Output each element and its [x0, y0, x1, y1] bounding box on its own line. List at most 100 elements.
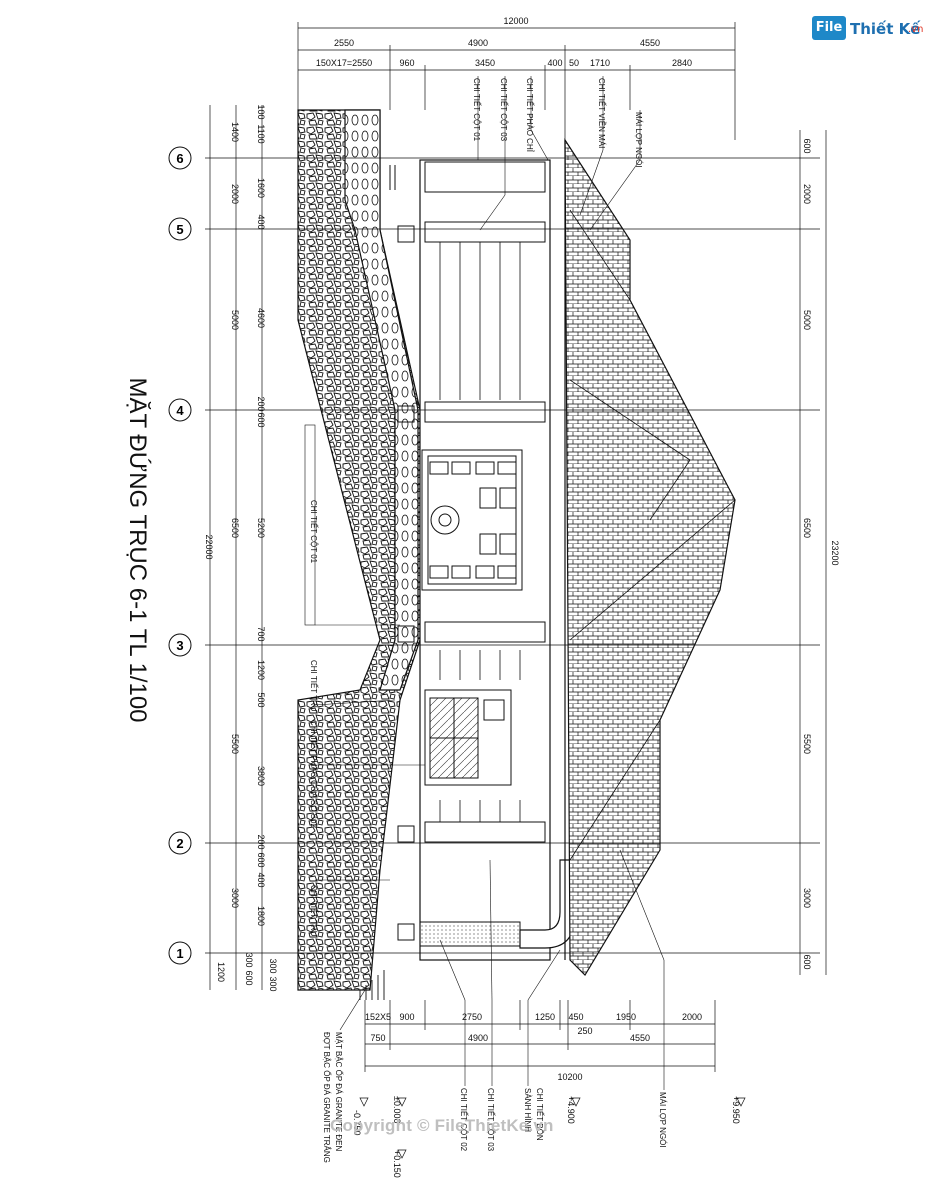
dim-bot-steps: 152X5 — [365, 1012, 391, 1022]
axis-bubbles: 6 5 4 3 2 1 — [168, 146, 192, 965]
dim-left-inner-19: 300 — [268, 976, 278, 991]
axis-bubble-6: 6 — [168, 146, 192, 170]
stair-balustrade — [344, 109, 419, 691]
label-mat-bac-granite-den: MẶT BẬC ỐP ĐÁ GRANITE ĐEN — [334, 1032, 344, 1152]
dim-right-total: 23200 — [830, 540, 840, 565]
label-chi-tiet-cot-01-left: CHI TIẾT CỘT 01 — [309, 500, 319, 564]
level-0000: ±0.000 — [392, 1096, 402, 1123]
dim-left-5500: 5500 — [230, 734, 240, 754]
dim-bot-1250: 1250 — [535, 1012, 555, 1022]
level-minus-0750: -0.750 — [352, 1110, 362, 1136]
dim-right-5000: 5000 — [802, 310, 812, 330]
axis-bubble-1: 1 — [168, 941, 192, 965]
label-chi-tiet-bon: CHI TIẾT BỒN — [535, 1088, 545, 1141]
dim-top-3450: 3450 — [475, 58, 495, 68]
label-chi-tiet-tru-1: CHI TIẾT TRỤ — [309, 660, 319, 712]
axis-label-5: 5 — [176, 222, 183, 237]
dim-left-inner-17: 600 — [244, 970, 254, 985]
left-dimensions: 22000 1400 2000 5000 6500 5500 3000 1200… — [204, 104, 278, 991]
filethietke-logo: File Thiết Kế .vn — [812, 14, 932, 44]
building — [297, 109, 736, 1000]
dim-top-2840: 2840 — [672, 58, 692, 68]
right-dimensions: 23200 600 2000 5000 6500 5500 3000 600 — [799, 130, 840, 975]
dim-left-inner-7: 5200 — [256, 518, 266, 538]
dim-left-inner-6: 600 — [256, 412, 266, 427]
dim-top-total: 12000 — [503, 16, 528, 26]
dim-left-inner-8: 700 — [256, 626, 266, 641]
axis-bubble-5: 5 — [168, 217, 192, 241]
label-chi-tiet-cot-02: CHI TIẾT CỘT 02 — [459, 1088, 469, 1152]
label-chi-tiet-vien-mai: CHI TIẾT VIỀN MÁI — [597, 78, 607, 148]
dim-right-3000: 3000 — [802, 888, 812, 908]
bottom-dimensions: 152X5 900 2750 1250 450 250 1950 2000 75… — [364, 1000, 716, 1082]
dim-bot-total: 10200 — [557, 1072, 582, 1082]
dim-left-inner-12: 200 — [256, 834, 266, 849]
columns — [389, 161, 546, 947]
dim-left-inner-14: 400 — [256, 872, 266, 887]
top-annotations: CHI TIẾT CỘT 01 CHI TIẾT CỘT 03 CHI TIẾT… — [440, 76, 643, 231]
label-chi-tiet-phao-chi: CHI TIẾT PHÀO CHỈ — [525, 78, 535, 153]
top-dimensions: 12000 2550 4900 4550 150X17=2550 960 345… — [297, 16, 736, 140]
dim-left-inner-2: 1600 — [256, 178, 266, 198]
dim-top-4900: 4900 — [468, 38, 488, 48]
dim-left-inner-18: 300 — [268, 958, 278, 973]
axis-label-3: 3 — [176, 638, 183, 653]
axis-label-2: 2 — [176, 836, 183, 851]
dim-left-1400: 1400 — [230, 122, 240, 142]
dim-bot-750: 750 — [370, 1033, 385, 1043]
roof-tiles — [564, 137, 736, 976]
dim-right-6500: 6500 — [802, 518, 812, 538]
dim-left-6500: 6500 — [230, 518, 240, 538]
label-mai-lop-ngoi-bottom: MÁI LỢP NGÓI — [658, 1092, 667, 1148]
dim-left-inner-4: 4600 — [256, 308, 266, 328]
logo-domain: .vn — [908, 24, 924, 35]
dim-bot-4550: 4550 — [630, 1033, 650, 1043]
label-sanh-hinh: SÀNH HÌNH — [523, 1088, 532, 1132]
dim-left-inner-15: 1800 — [256, 906, 266, 926]
dim-bot-250: 250 — [577, 1026, 592, 1036]
label-chi-tiet-phao-cua-so: CHI TIẾT PHÀO CỬA SỐ S02 — [309, 720, 319, 828]
dim-top-1710: 1710 — [590, 58, 610, 68]
steps — [359, 970, 385, 1000]
dim-top-stair: 150X17=2550 — [316, 58, 372, 68]
dim-top-400: 400 — [547, 58, 562, 68]
axis-label-6: 6 — [176, 151, 183, 166]
level-9950: +9.950 — [731, 1096, 741, 1124]
logo-badge: File — [812, 16, 846, 40]
dim-left-3000: 3000 — [230, 888, 240, 908]
dim-bot-4900: 4900 — [468, 1033, 488, 1043]
dim-top-4550: 4550 — [640, 38, 660, 48]
label-chi-tiet-tru-2: CHI TIẾT TRỤ — [309, 885, 319, 937]
dim-top-50: 50 — [569, 58, 579, 68]
dim-top-960: 960 — [399, 58, 414, 68]
dim-top-2550: 2550 — [334, 38, 354, 48]
dim-left-inner-11: 3800 — [256, 766, 266, 786]
dim-left-inner-1: 1100 — [256, 124, 266, 143]
dim-left-inner-13: 600 — [256, 852, 266, 867]
label-chi-tiet-cot-03-top: CHI TIẾT CỘT 03 — [499, 78, 509, 142]
label-chi-tiet-cot-03-bottom: CHI TIẾT CỘT 03 — [486, 1088, 496, 1152]
dim-right-5500: 5500 — [802, 734, 812, 754]
dim-left-2000: 2000 — [230, 184, 240, 204]
label-mai-lop-ngoi-top: MÁI LỢP NGÓI — [634, 112, 643, 168]
window — [424, 689, 512, 786]
dim-right-600a: 600 — [802, 138, 812, 153]
drawing-title: MẶT ĐỨNG TRỤC 6-1 TL 1/100 — [124, 377, 151, 722]
logo-name: Thiết Kế — [850, 20, 921, 38]
axis-label-1: 1 — [176, 946, 183, 961]
level-0150: +0.150 — [392, 1150, 402, 1178]
dim-left-5000: 5000 — [230, 310, 240, 330]
dim-left-inner-16: 300 — [244, 952, 254, 967]
dim-left-inner-9: 1200 — [256, 660, 266, 680]
axis-bubble-2: 2 — [168, 831, 192, 855]
dim-left-inner-5: 200 — [256, 396, 266, 411]
dim-left-inner-3: 400 — [256, 214, 266, 229]
copyright-watermark: Copyright © FileThietKe.vn — [330, 1116, 554, 1135]
left-annotations: CHI TIẾT CỘT 01 CHI TIẾT TRỤ CHI TIẾT PH… — [304, 424, 425, 937]
axis-bubble-3: 3 — [168, 633, 192, 657]
level-markers: -0.750 ±0.000 +4.900 +9.950 +0.150 — [352, 1096, 746, 1178]
axis-lines — [205, 157, 820, 954]
dim-bot-1950: 1950 — [616, 1012, 636, 1022]
dim-bot-450: 450 — [568, 1012, 583, 1022]
